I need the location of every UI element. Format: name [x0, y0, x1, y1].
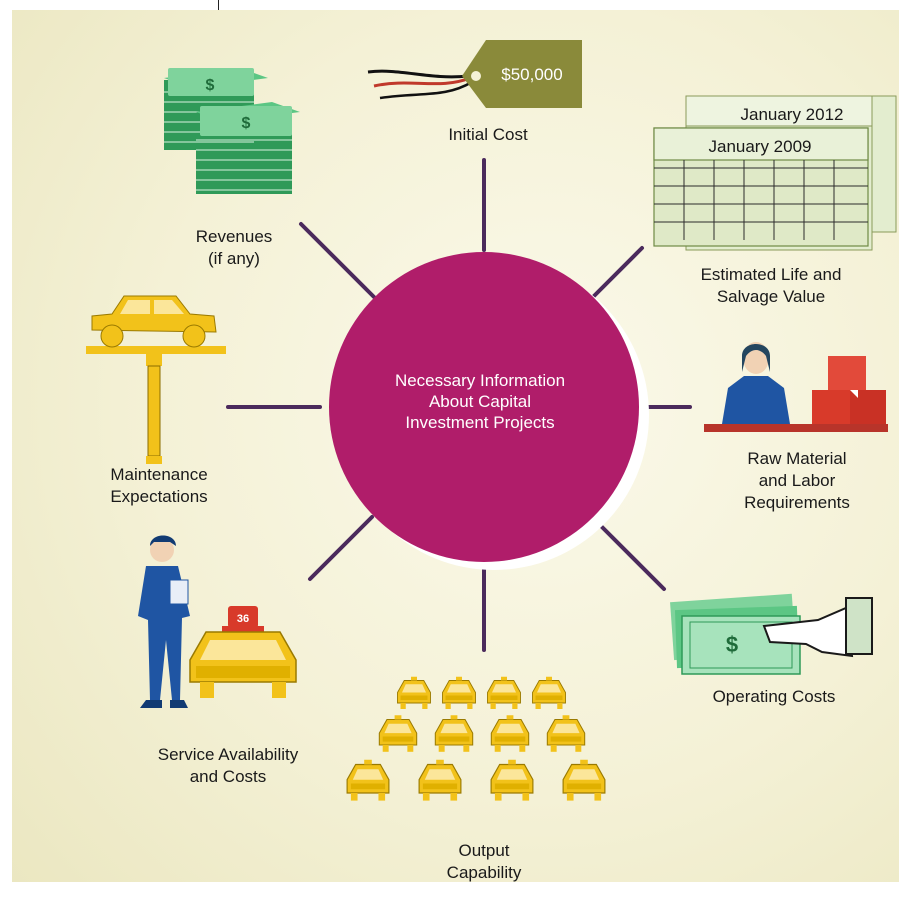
taxi-icon: [397, 676, 431, 709]
taxi-icon: [487, 676, 521, 709]
label-line: and Labor: [758, 471, 836, 490]
taxi-icon: [490, 759, 534, 801]
dollar-sign: $: [726, 632, 738, 657]
taxi-icon: [434, 715, 474, 752]
service-car-icon: 36: [189, 606, 297, 698]
spoke-operating-costs: [590, 515, 666, 591]
label-maintenance: Maintenance Expectations: [74, 464, 244, 508]
label-line: Maintenance: [110, 465, 208, 484]
car-number-label: 36: [237, 613, 249, 625]
label-service: Service Availability and Costs: [128, 744, 328, 788]
label-line: and Costs: [189, 767, 267, 786]
money-and-hand-icon: $: [670, 593, 873, 675]
price-tag-icon: $50,000: [367, 40, 582, 108]
taxi-icon: [546, 715, 586, 752]
calendar-front-label: January 2009: [708, 137, 811, 156]
label-line: Estimated Life and: [700, 265, 842, 284]
label-line: Output: [458, 841, 510, 860]
taxi-icon: [490, 715, 530, 752]
label-raw-material: Raw Material and Labor Requirements: [712, 448, 882, 514]
worker-and-crates-icon: [704, 342, 888, 432]
spoke-service: [308, 515, 374, 581]
label-line: (if any): [208, 249, 260, 268]
money-stack-icon: $ $: [164, 68, 300, 194]
taxi-icon: [378, 715, 418, 752]
taxi-icon: [346, 759, 390, 801]
center-line: Necessary Information: [394, 371, 566, 390]
car-lift-icon: [86, 295, 226, 464]
price-tag-label: $50,000: [501, 65, 562, 84]
taxi-icon: [562, 759, 606, 801]
mechanic-icon: [138, 535, 190, 708]
spoke-estimated-life: [588, 246, 644, 302]
taxi-icon: [442, 676, 476, 709]
calendar-back-label: January 2012: [740, 105, 843, 124]
spoke-revenues: [299, 222, 376, 299]
label-line: Revenues: [195, 227, 273, 246]
center-line: Investment Projects: [405, 413, 555, 432]
label-estimated-life: Estimated Life and Salvage Value: [676, 264, 866, 308]
taxi-fleet-icon: [346, 676, 606, 801]
calendar-icon: January 2012 January 2009: [653, 95, 897, 251]
label-line: Expectations: [110, 487, 208, 506]
label-revenues: Revenues (if any): [164, 226, 304, 270]
label-operating-costs: Operating Costs: [684, 686, 864, 708]
label-line: Capability: [446, 863, 522, 882]
dollar-sign: $: [206, 77, 215, 94]
label-line: Requirements: [744, 493, 850, 512]
label-line: Service Availability: [157, 745, 299, 764]
center-title: Necessary Information About Capital Inve…: [350, 370, 610, 433]
label-line: Salvage Value: [716, 287, 826, 306]
center-line: About Capital: [428, 392, 532, 411]
label-initial-cost: Initial Cost: [408, 124, 568, 146]
top-divider-line: [218, 0, 219, 10]
label-line: Operating Costs: [712, 687, 836, 706]
taxi-icon: [532, 676, 566, 709]
hub-circle: [329, 252, 639, 562]
label-line: Raw Material: [747, 449, 847, 468]
label-line: Initial Cost: [448, 125, 528, 144]
dollar-sign: $: [242, 115, 251, 132]
label-output-capability: Output Capability: [414, 840, 554, 884]
taxi-icon: [418, 759, 462, 801]
